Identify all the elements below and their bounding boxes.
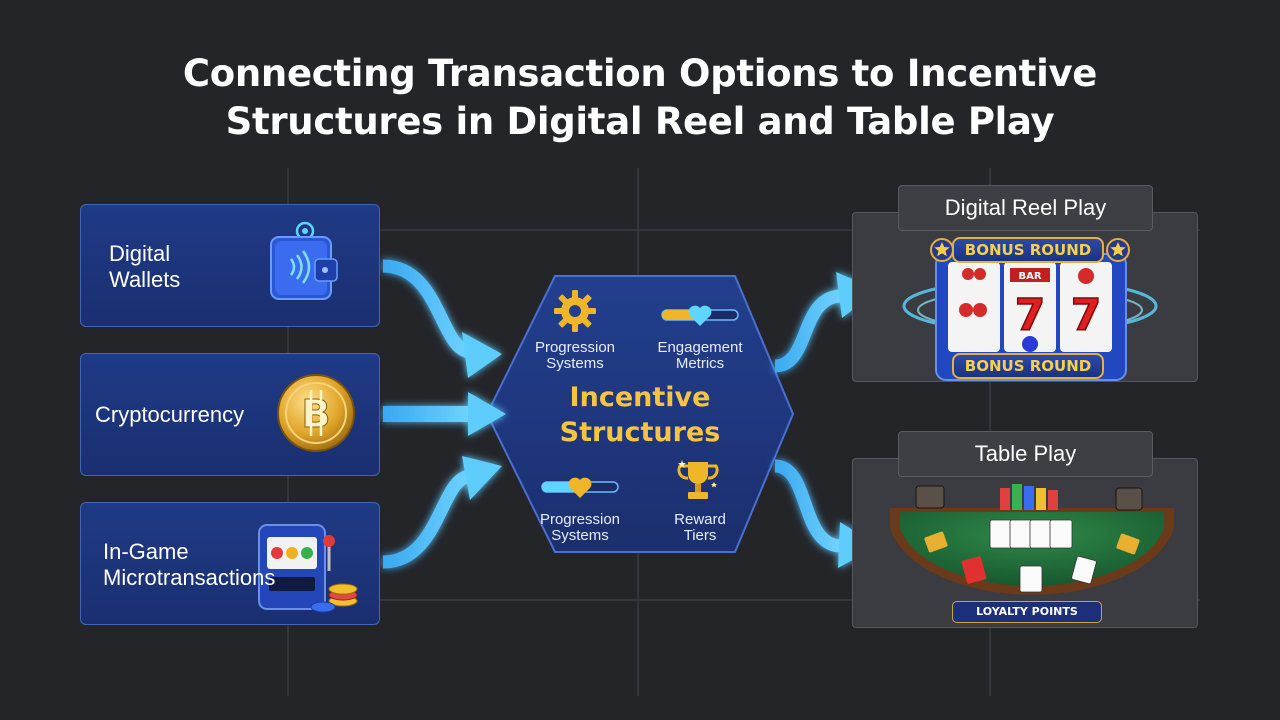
source-label-line-2: Microtransactions [103, 565, 276, 590]
bonus-round-banner-top: BONUS ROUND [952, 237, 1104, 263]
svg-text:B: B [302, 392, 331, 436]
source-label-line-1: Digital [109, 241, 171, 266]
hub-item-line-2: Tiers [683, 527, 717, 544]
reel-bar-symbol: BAR [1018, 271, 1041, 282]
trophy-icon [677, 460, 719, 499]
reel-play-label: Digital Reel Play [898, 185, 1153, 231]
svg-text:7: 7 [1071, 290, 1102, 341]
source-label: Digital Wallets [109, 241, 180, 293]
hub-title: Incentive Structures [520, 380, 760, 450]
cards-row [989, 519, 1073, 549]
hub-title-line-2: Structures [559, 417, 721, 448]
svg-text:7: 7 [1015, 290, 1046, 341]
hub-item-progression-systems-top: Progression Systems [520, 340, 630, 372]
source-label-line-1: In-Game [103, 539, 189, 564]
slot-machine-icon [258, 524, 358, 613]
gear-icon [554, 290, 596, 332]
hub-item-progression-systems-bottom: Progression Systems [525, 512, 635, 544]
source-label-line-2: Wallets [109, 267, 181, 292]
wallet-icon [270, 221, 338, 300]
hub-title-line-1: Incentive [569, 382, 711, 413]
hub-item-line-1: Progression [539, 511, 621, 528]
source-cryptocurrency: Cryptocurrency B [80, 353, 380, 476]
title-line-1: Connecting Transaction Options to Incent… [182, 52, 1098, 95]
bonus-round-banner-bottom: BONUS ROUND [952, 353, 1104, 379]
hub-item-line-2: Systems [551, 527, 609, 544]
hub-item-line-2: Systems [546, 355, 604, 372]
heart-slider-icon [661, 305, 739, 326]
hub-item-line-2: Metrics [675, 355, 725, 372]
bitcoin-icon: B [277, 374, 355, 452]
star-icon [1106, 238, 1130, 262]
loyalty-points-badge: LOYALTY POINTS [952, 601, 1102, 623]
star-icon [930, 238, 954, 262]
source-digital-wallets: Digital Wallets [80, 204, 380, 327]
chip-stacks [1000, 484, 1058, 510]
source-in-game-microtransactions: In-Game Microtransactions [80, 502, 380, 625]
input-arrows [382, 259, 506, 569]
table-play-label: Table Play [898, 431, 1153, 477]
page-title: Connecting Transaction Options to Incent… [0, 50, 1280, 146]
heart-slider-icon [541, 477, 619, 498]
source-label: Cryptocurrency [95, 402, 245, 427]
hub-item-line-1: Progression [534, 339, 616, 356]
source-label: In-Game Microtransactions [103, 539, 275, 591]
hub-item-reward-tiers: Reward Tiers [648, 512, 752, 544]
hub-item-engagement-metrics: Engagement Metrics [645, 340, 755, 372]
slot-reels-illustration: BAR 7 7 [902, 253, 1158, 381]
title-line-2: Structures in Digital Reel and Table Pla… [225, 100, 1055, 143]
card-table-illustration [890, 484, 1174, 595]
hub-item-line-1: Reward [674, 511, 726, 528]
hub-item-line-1: Engagement [657, 339, 743, 356]
